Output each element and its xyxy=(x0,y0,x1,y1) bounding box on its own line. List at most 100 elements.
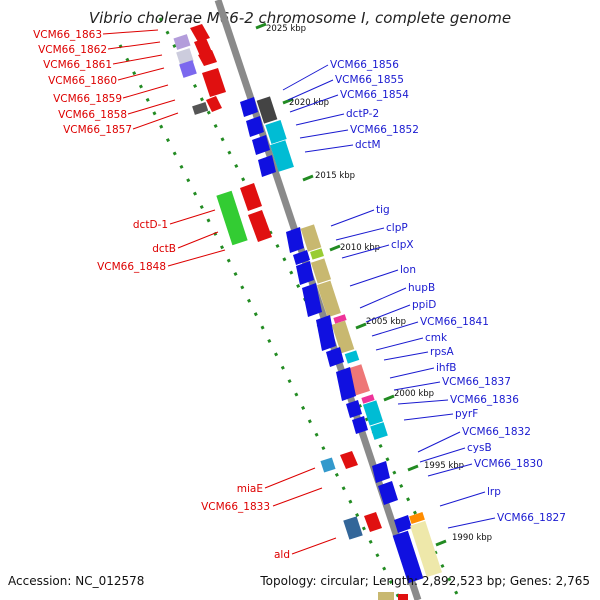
gene-VCM66_1854 xyxy=(252,135,270,155)
gene-dctD-1-band xyxy=(216,190,248,246)
scale-label-2000: 2000 kbp xyxy=(394,389,434,399)
forward-genes xyxy=(173,24,382,540)
label-ihfB: ihfB xyxy=(436,362,456,374)
gene-VCM66_1856-band xyxy=(256,96,278,124)
label-miaE: miaE xyxy=(237,483,263,495)
gene-cysB xyxy=(378,481,398,505)
leader-VCM66_1836 xyxy=(397,399,449,405)
gene-dctD-1 xyxy=(240,183,262,211)
label-VCM66_1836: VCM66_1836 xyxy=(450,394,519,406)
accession-text: Accession: NC_012578 xyxy=(8,574,145,588)
gene-VCM66_1841-band xyxy=(344,350,360,364)
tick-2025 xyxy=(255,22,267,30)
gene-lon xyxy=(302,283,322,317)
leader-VCM66_1830 xyxy=(427,463,473,477)
left-leader-lines xyxy=(102,29,337,555)
leader-miaE xyxy=(264,467,316,489)
scale-label-2025: 2025 kbp xyxy=(266,24,306,34)
leader-tig xyxy=(330,209,375,227)
leader-VCM66_1857 xyxy=(132,112,179,130)
label-VCM66_1860: VCM66_1860 xyxy=(48,75,117,87)
label-cmk: cmk xyxy=(425,332,448,344)
gene-pyrF xyxy=(352,416,368,434)
leader-VCM66_1858 xyxy=(127,99,176,115)
gene-VCM66_1862 xyxy=(194,38,212,56)
gene-miaE-band xyxy=(320,457,336,473)
leader-lon xyxy=(349,269,399,287)
label-cysB: cysB xyxy=(467,442,492,454)
leader-VCM66_1852 xyxy=(299,129,349,139)
label-VCM66_1827: VCM66_1827 xyxy=(497,512,566,524)
genome-stats-text: Topology: circular; Length: 2,892,523 bp… xyxy=(260,574,590,588)
label-VCM66_1857: VCM66_1857 xyxy=(63,124,132,136)
label-clpP: clpP xyxy=(386,222,408,234)
leader-VCM66_1860 xyxy=(117,67,165,81)
gene-lrp-band xyxy=(409,512,425,524)
tick-2000 xyxy=(383,394,395,402)
gene-clpX xyxy=(296,261,314,285)
gene-tig-band xyxy=(300,224,322,252)
leader-VCM66_1832 xyxy=(417,431,461,453)
gene-VCM66_1859 xyxy=(206,96,222,112)
gene-VCM66_1833 xyxy=(364,512,382,532)
leader-VCM66_1848 xyxy=(167,249,226,267)
label-VCM66_1856: VCM66_1856 xyxy=(330,59,399,71)
scale-ticks xyxy=(255,22,447,547)
gene-cmk xyxy=(326,347,344,367)
leader-lrp xyxy=(439,491,486,507)
leader-VCM66_1861 xyxy=(112,54,163,65)
gene-VCM66_1827-blue xyxy=(392,530,424,584)
leader-clpX xyxy=(341,244,390,259)
label-ppiD: ppiD xyxy=(412,299,436,311)
label-lon: lon xyxy=(400,264,416,276)
label-VCM66_1854: VCM66_1854 xyxy=(340,89,409,101)
leader-dctB xyxy=(177,231,219,249)
leader-VCM66_1841 xyxy=(371,321,419,337)
leader-VCM66_1855 xyxy=(287,79,334,101)
leader-VCM66_1833 xyxy=(272,487,323,507)
leader-ald xyxy=(291,537,337,555)
leader-pyrF xyxy=(403,413,454,421)
gene-VCM66_1837-band xyxy=(362,400,384,426)
label-VCM66_1863: VCM66_1863 xyxy=(33,29,102,41)
label-VCM66_1855: VCM66_1855 xyxy=(335,74,404,86)
gene-VCM66_1827-band xyxy=(410,520,442,578)
gene-VCM66_1863 xyxy=(190,24,210,42)
leader-VCM66_1837 xyxy=(393,381,441,391)
gene-VCM66_1855 xyxy=(246,116,264,137)
leader-VCM66_1856 xyxy=(282,64,329,91)
gene-lon-band xyxy=(317,280,341,318)
gene-clpP xyxy=(293,250,310,265)
leader-VCM66_1859 xyxy=(122,84,169,99)
leader-VCM66_1854 xyxy=(289,94,339,113)
gene-bottom-red xyxy=(398,594,408,600)
label-VCM66_1862: VCM66_1862 xyxy=(38,44,107,56)
label-VCM66_1830: VCM66_1830 xyxy=(474,458,543,470)
label-VCM66_1852: VCM66_1852 xyxy=(350,124,419,136)
scale-label-2015: 2015 kbp xyxy=(315,171,355,181)
gene-bottom-band xyxy=(378,592,394,600)
gene-rpsA-band xyxy=(346,364,370,396)
gene-clpX-band xyxy=(310,258,332,284)
leader-cmk xyxy=(375,337,424,351)
scale-label-1995: 1995 kbp xyxy=(424,461,464,471)
label-tig: tig xyxy=(376,204,390,216)
leader-clpP xyxy=(335,227,385,241)
label-rpsA: rpsA xyxy=(430,346,454,358)
leader-dctD-1 xyxy=(169,209,216,225)
gene-VCM66_1860-band xyxy=(179,60,197,78)
gene-VCM66_1859-band xyxy=(192,102,209,115)
gene-rpsA xyxy=(336,367,356,401)
leader-hupB xyxy=(359,287,407,309)
leader-ihfB xyxy=(389,367,435,379)
scale-label-2005: 2005 kbp xyxy=(366,317,406,327)
label-dctD-1: dctD-1 xyxy=(133,219,168,231)
tick-2015 xyxy=(302,174,314,182)
gene-VCM66_1832 xyxy=(372,461,390,483)
gene-dctB xyxy=(248,210,272,242)
label-VCM66_1833: VCM66_1833 xyxy=(201,501,270,513)
gene-VCM66_1860 xyxy=(202,68,226,97)
gene-VCM66_1836-band xyxy=(370,422,388,440)
scale-label-2020: 2020 kbp xyxy=(289,98,329,108)
reverse-genes xyxy=(240,96,442,584)
